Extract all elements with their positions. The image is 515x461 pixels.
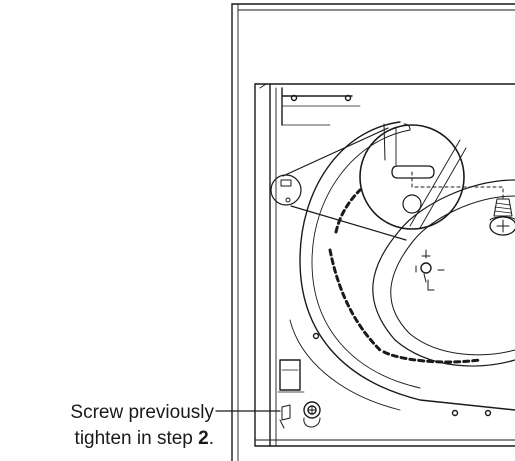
magnifier-lines bbox=[282, 127, 407, 241]
housing-screw-icon bbox=[312, 332, 320, 340]
blower-hub bbox=[415, 249, 445, 291]
screw-callout-label: Screw previously tighten in step 2. bbox=[2, 400, 214, 452]
bottom-screws bbox=[279, 401, 492, 429]
callout-line-2: tighten in step 2. bbox=[2, 426, 214, 452]
step-number: 2 bbox=[198, 428, 209, 449]
detail-magnifier bbox=[359, 123, 467, 230]
cabinet-frame bbox=[231, 3, 515, 461]
callout-line-1: Screw previously bbox=[70, 402, 214, 423]
screw-icon bbox=[451, 409, 459, 417]
side-slot bbox=[270, 174, 302, 206]
blower-wheel bbox=[328, 179, 515, 367]
screw-icon bbox=[484, 409, 492, 417]
screw-icon bbox=[489, 198, 515, 236]
callout-line-2-suffix: . bbox=[208, 428, 214, 449]
top-bracket bbox=[281, 87, 361, 126]
screw-leader bbox=[411, 171, 504, 199]
blower-housing bbox=[289, 121, 515, 411]
callout-line-2-prefix: tighten in step bbox=[74, 428, 199, 449]
lower-bracket bbox=[277, 359, 305, 393]
